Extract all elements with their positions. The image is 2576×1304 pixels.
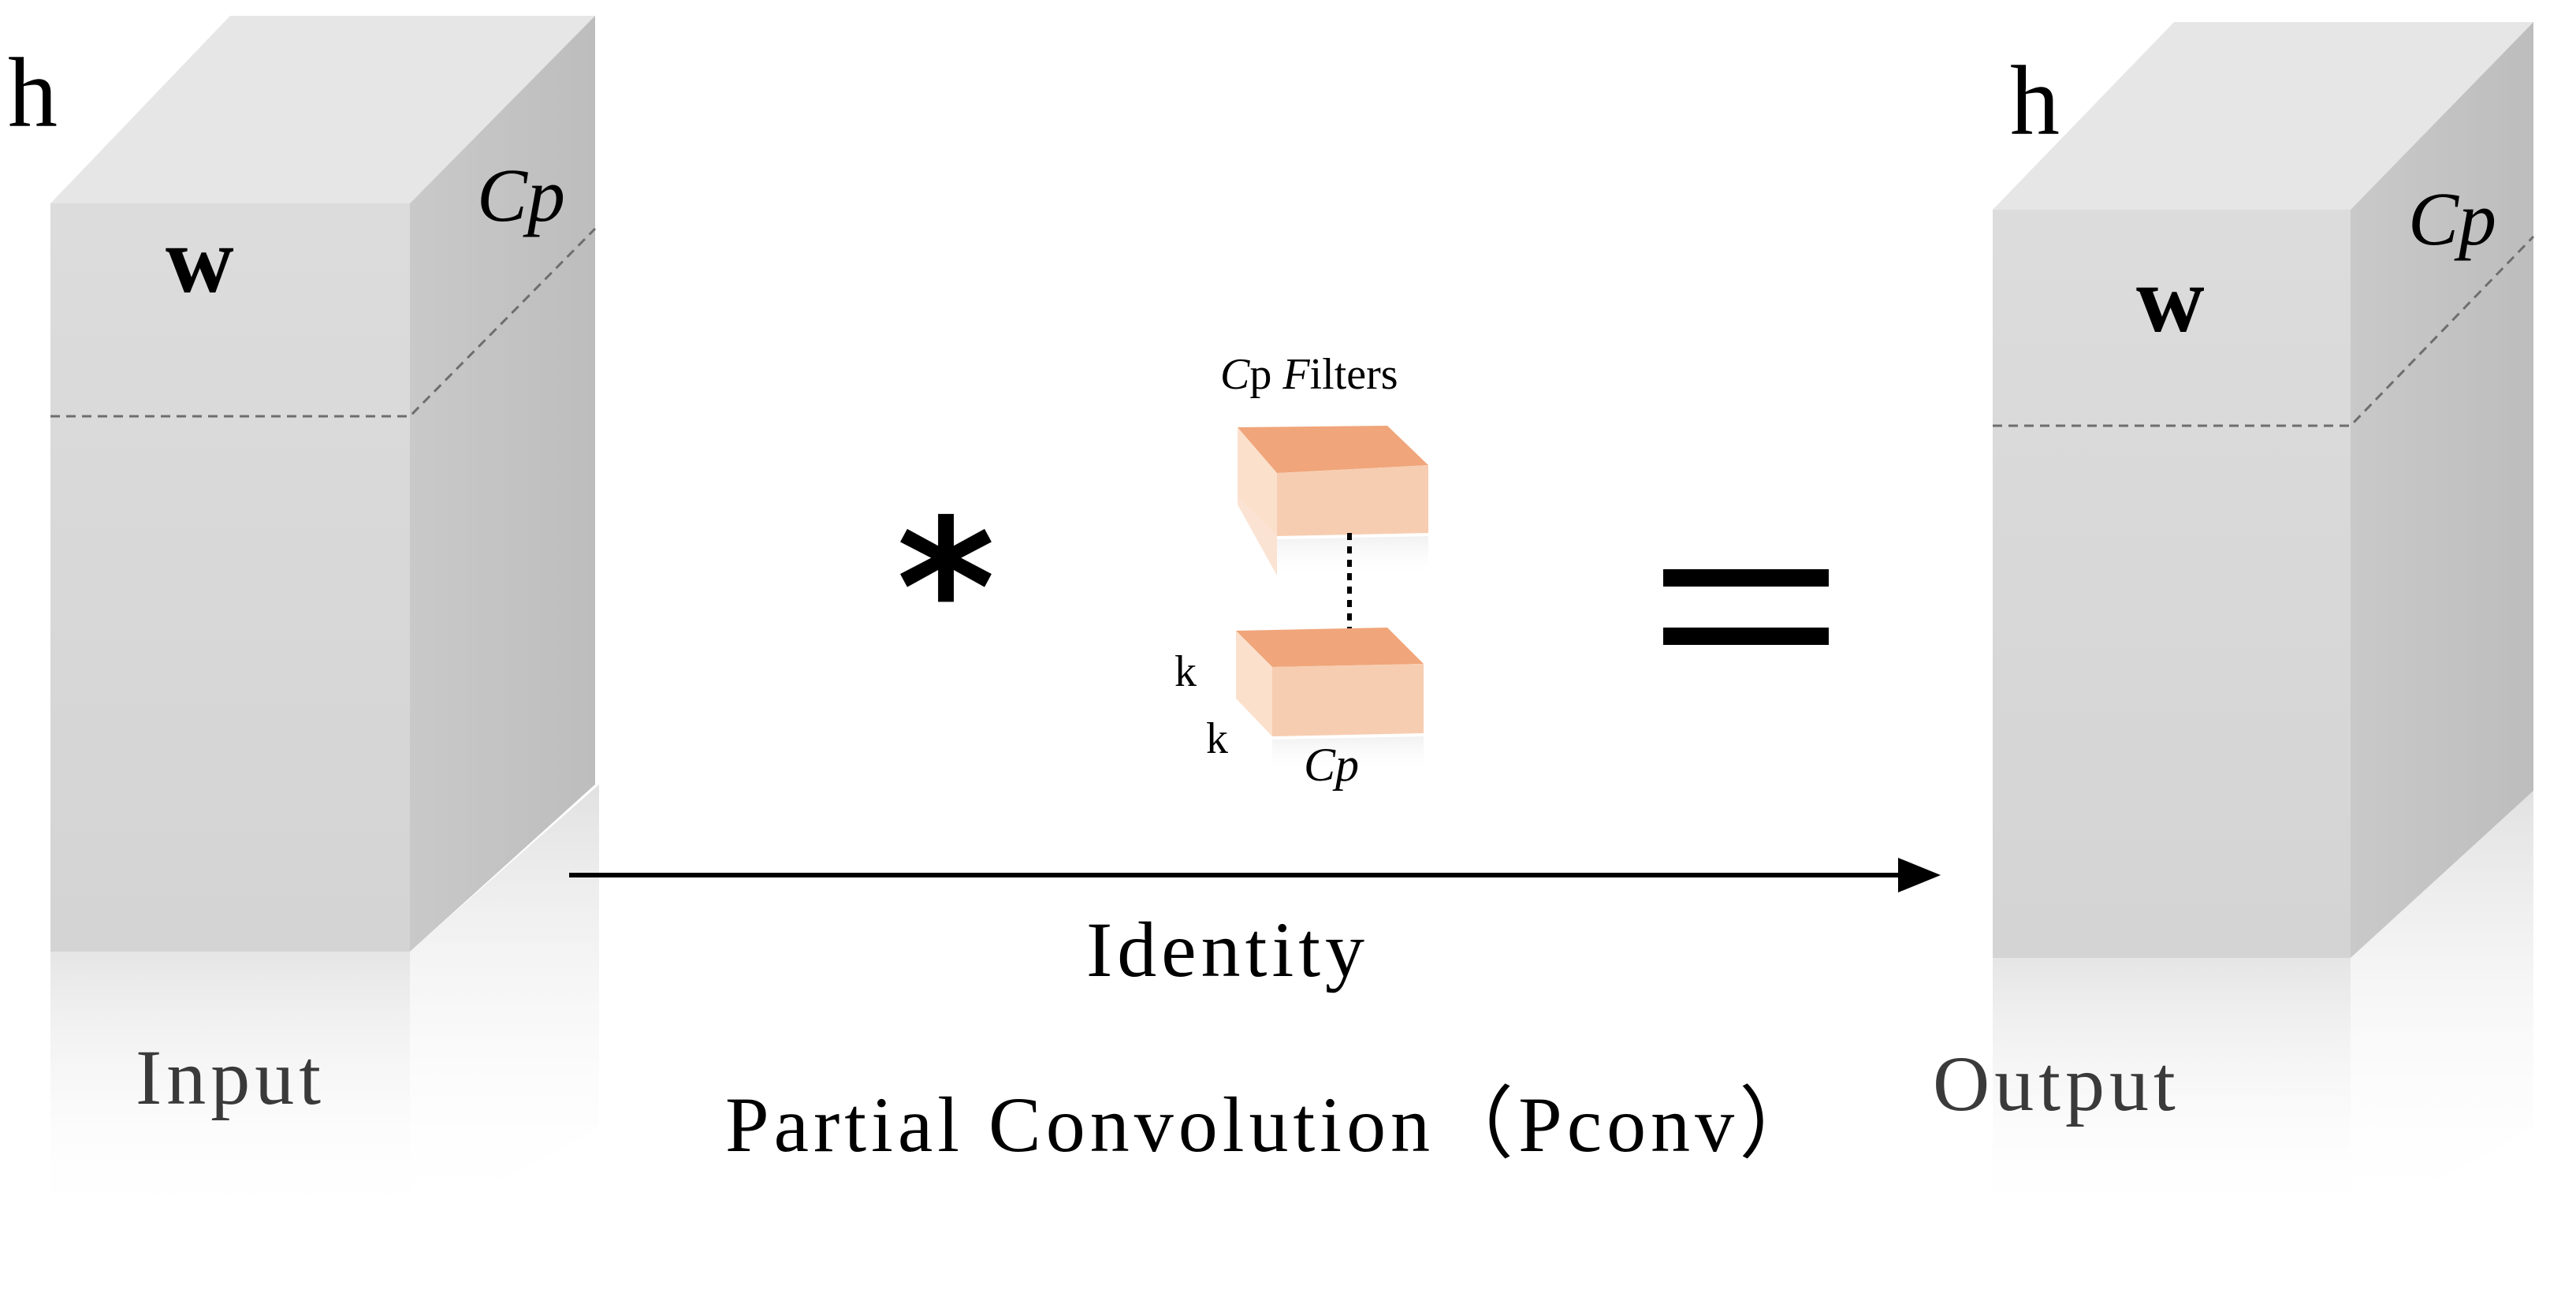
filter-bottom-front xyxy=(1272,664,1424,736)
output-caption: Output xyxy=(1933,1040,2180,1127)
filter-top xyxy=(1238,426,1428,579)
filter-top-left xyxy=(1238,427,1277,536)
output-cube-reflection-side xyxy=(2351,791,2533,1230)
input-cube-reflection-front xyxy=(50,952,410,1230)
filters-title: Cp Filters xyxy=(1220,350,1398,399)
filter-bottom-top xyxy=(1236,628,1424,667)
input-h-label: h xyxy=(8,39,58,148)
equals-bar-bottom xyxy=(1663,628,1829,645)
output-h-label: h xyxy=(2010,47,2060,156)
filter-k-label-width: k xyxy=(1206,714,1228,763)
input-cube xyxy=(50,16,599,1230)
equals-bar-top xyxy=(1663,569,1829,587)
filter-bottom-reflection xyxy=(1272,736,1424,774)
identity-arrow-head xyxy=(1898,858,1941,892)
filter-top-top xyxy=(1238,426,1428,473)
filter-stack xyxy=(1236,426,1428,774)
output-cube-partition-line xyxy=(1993,235,2535,427)
diagram-caption: Partial Convolution（Pconv） xyxy=(725,1081,1822,1168)
output-cube-top-face xyxy=(1993,22,2533,210)
output-cube xyxy=(1993,22,2535,1230)
output-cube-side-face xyxy=(2351,22,2533,958)
filter-top-reflection xyxy=(1277,536,1428,579)
filters-title-f: F xyxy=(1282,350,1310,399)
output-w-label: w xyxy=(2136,247,2205,352)
filters-title-c: C xyxy=(1220,350,1250,399)
input-cube-top-face xyxy=(50,16,595,203)
equals-operator xyxy=(1663,569,1829,645)
input-cube-front-face xyxy=(50,203,410,952)
filter-top-front xyxy=(1277,465,1428,536)
output-cube-reflection-front xyxy=(1993,958,2351,1230)
input-cube-reflection-side xyxy=(410,784,599,1230)
filters-title-p: p xyxy=(1249,350,1282,399)
convolve-operator: * xyxy=(896,479,996,699)
identity-label: Identity xyxy=(1086,906,1369,993)
filter-bottom-left xyxy=(1236,631,1272,736)
filter-k-label-height: k xyxy=(1174,647,1197,696)
input-cp-label: Cp xyxy=(477,153,565,237)
input-cube-side-face xyxy=(410,16,595,952)
filter-bottom xyxy=(1236,628,1424,774)
output-cp-label: Cp xyxy=(2408,177,2496,261)
output-cube-front-face xyxy=(1993,210,2351,958)
filters-title-rest: ilters xyxy=(1310,350,1398,399)
filter-cp-label: Cp xyxy=(1304,739,1359,791)
input-caption: Input xyxy=(136,1034,326,1121)
input-cube-partition-line xyxy=(50,227,597,418)
input-w-label: w xyxy=(166,207,234,312)
